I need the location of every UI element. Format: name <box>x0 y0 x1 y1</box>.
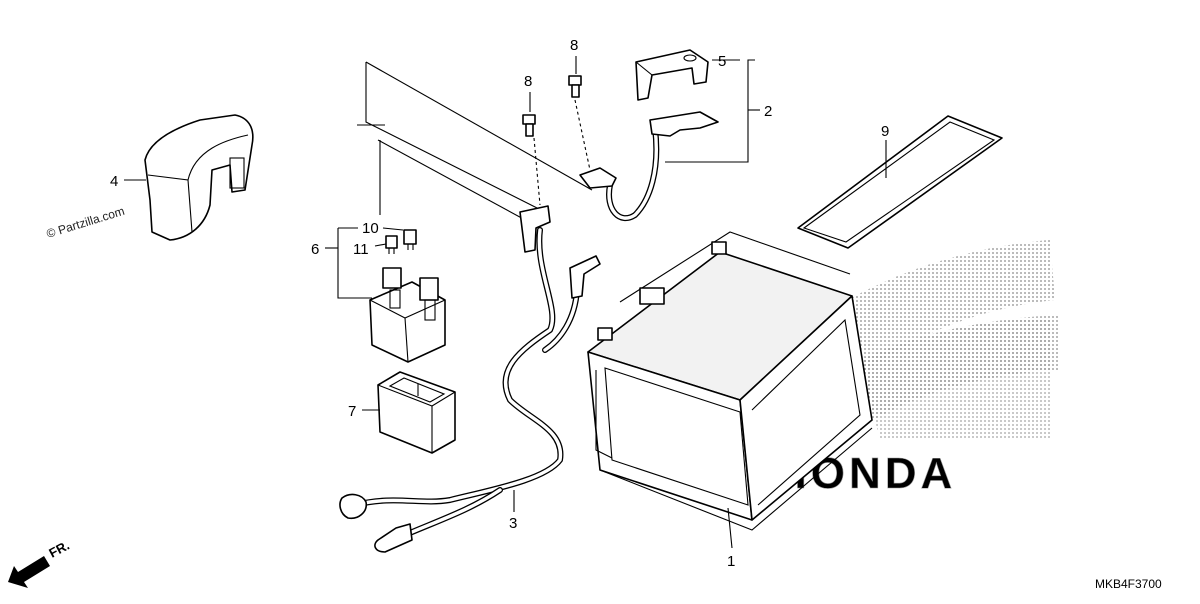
bolt-8a[interactable] <box>522 114 536 137</box>
leader-lines <box>124 56 887 549</box>
battery[interactable] <box>587 231 873 531</box>
callout-8-left: 8 <box>524 73 532 90</box>
callout-1: 1 <box>727 553 735 570</box>
guide-lines <box>357 61 593 229</box>
battery-band[interactable] <box>797 115 1003 249</box>
callout-3: 3 <box>509 515 517 532</box>
diagram-code: MKB4F3700 <box>1095 577 1162 591</box>
front-direction-arrow: FR. <box>8 538 72 588</box>
fuse-11[interactable] <box>385 235 398 254</box>
fuse-box[interactable] <box>377 371 456 454</box>
callout-2: 2 <box>764 103 772 120</box>
direction-label: FR. <box>46 538 72 561</box>
fuse-10[interactable] <box>403 229 417 250</box>
callout-7: 7 <box>348 403 356 420</box>
callout-6: 6 <box>311 241 319 258</box>
battery-cover-cap[interactable] <box>144 114 254 241</box>
callout-8-right: 8 <box>570 37 578 54</box>
watermark: © Partzilla.com <box>45 204 126 241</box>
ground-cable[interactable] <box>579 111 719 222</box>
relay-assembly[interactable] <box>369 267 446 363</box>
wire-harness[interactable] <box>339 205 601 553</box>
callout-5: 5 <box>718 53 726 70</box>
bracket[interactable] <box>635 49 709 101</box>
callout-10: 10 <box>362 220 379 237</box>
callout-4: 4 <box>110 173 118 190</box>
bolt-8b[interactable] <box>568 75 582 98</box>
callout-11: 11 <box>353 241 369 258</box>
callout-9: 9 <box>881 123 889 140</box>
